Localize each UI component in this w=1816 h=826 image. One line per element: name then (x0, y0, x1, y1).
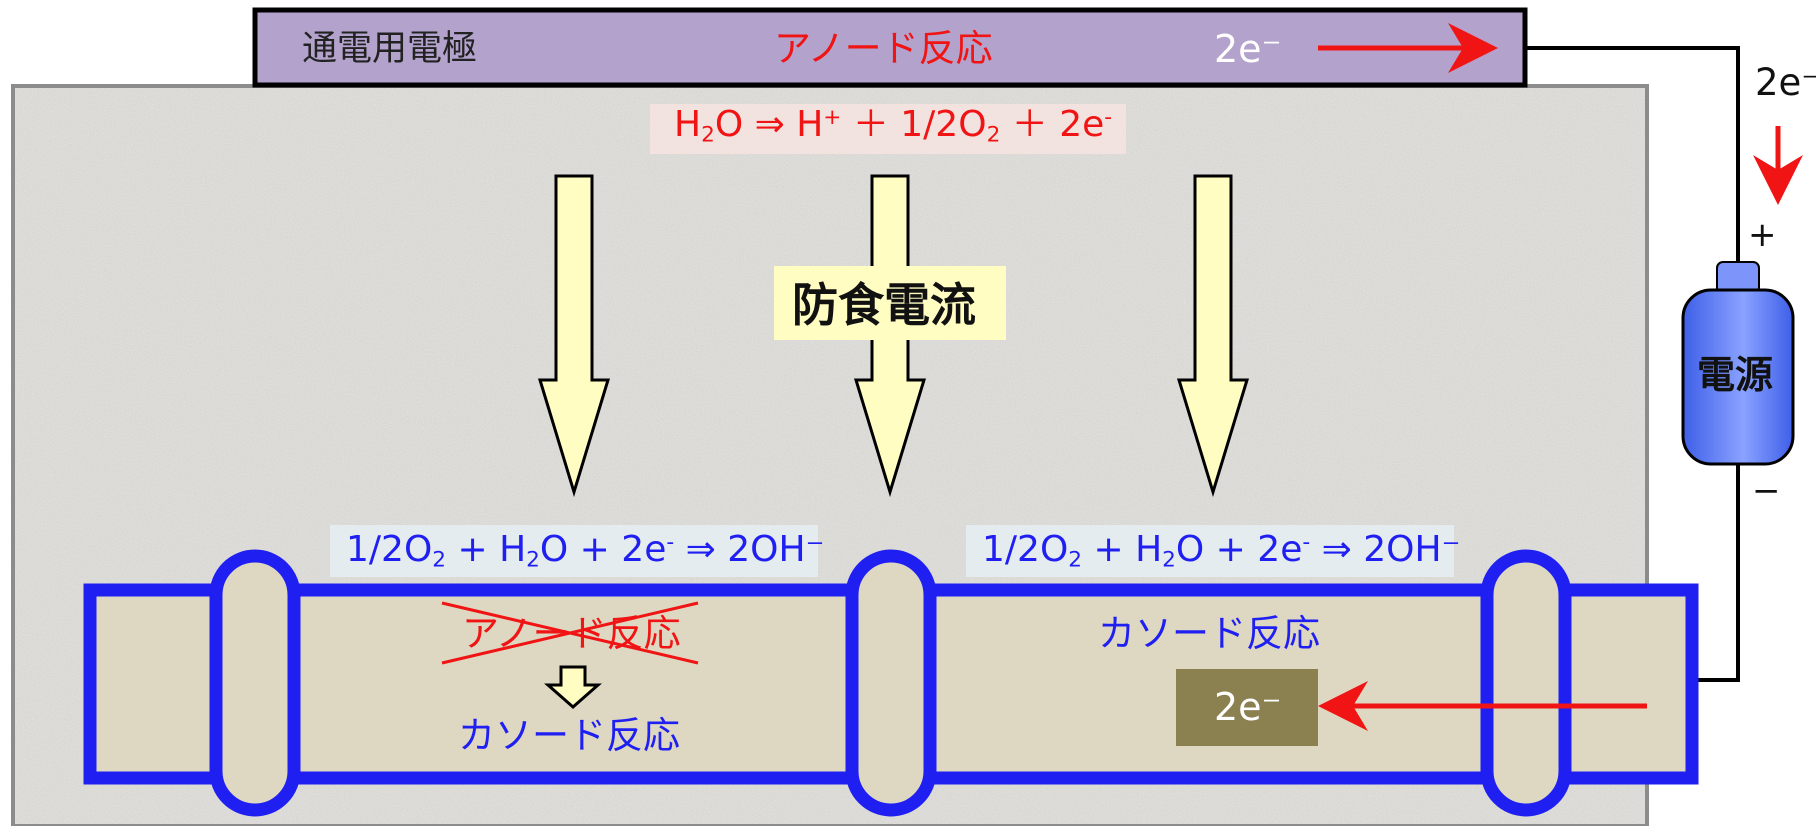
anode-eq-part-1: H (674, 104, 702, 145)
cathode-eq1-part-2: + H (446, 529, 527, 570)
cathode-eq2-part-1: 1/2O (982, 529, 1069, 570)
cathode-eq1-sub-2: 2 (526, 547, 540, 573)
left-cathode-reaction-label: カソード反応 (458, 714, 680, 757)
anode-eq-sup-2: - (1104, 105, 1113, 131)
circuit-electrons-label: 2e⁻ (1755, 61, 1816, 104)
power-plus-label: + (1748, 215, 1777, 255)
cathode-equation-bg-2 (966, 525, 1454, 577)
cross-line-2 (441, 601, 699, 665)
anode-electrode-bar (252, 7, 1528, 88)
power-supply-label: 電源 (1697, 353, 1774, 397)
cathode-eq2-part-4: ⇒ 2OH⁻ (1310, 529, 1461, 570)
cathode-eq1-sup: - (666, 530, 675, 556)
cathode-eq1-part-3: O + 2e (539, 529, 667, 570)
cathode-eq2-part-2: + H (1082, 529, 1163, 570)
corrosion-current-label-bg (774, 266, 1006, 340)
anode-eq-part-4: ＋ 2e (1000, 104, 1105, 145)
crossed-anode-reaction-label: アノード反応 (462, 612, 681, 655)
cathode-eq1-sub-1: 2 (432, 547, 447, 573)
anode-equation: H2O ⇒ H+ ＋ 1/2O2 ＋ 2e- (674, 107, 1112, 146)
anode-eq-part-3: ＋ 1/2O (841, 104, 987, 145)
cathode-equation-bg-1 (330, 525, 818, 577)
pipe-electrons-label: 2e⁻ (1214, 685, 1282, 729)
anode-eq-part-2: O ⇒ H (714, 104, 824, 145)
rebar-ring-1 (209, 549, 301, 817)
cathode-eq2-part-3: O + 2e (1175, 529, 1303, 570)
current-arrow-right (1176, 174, 1250, 498)
anode-electrons-label: 2e⁻ (1214, 27, 1282, 71)
cathode-eq2-sup: - (1302, 530, 1311, 556)
anode-eq-sub-1: 2 (701, 122, 715, 148)
anode-electrode-name: 通電用電極 (302, 29, 478, 69)
current-arrow-left (537, 174, 611, 498)
corrosion-current-label: 防食電流 (792, 278, 976, 332)
cathode-eq2-sub-2: 2 (1162, 547, 1176, 573)
conversion-arrow-icon (544, 665, 602, 709)
cathode-eq1-part-1: 1/2O (346, 529, 433, 570)
cathode-eq2-sub-1: 2 (1068, 547, 1083, 573)
power-minus-label: − (1752, 471, 1781, 511)
cathode-equation-right: 1/2O2 + H2O + 2e- ⇒ 2OH⁻ (982, 532, 1461, 571)
cathode-equation-left: 1/2O2 + H2O + 2e- ⇒ 2OH⁻ (346, 532, 825, 571)
anode-eq-sub-2: 2 (986, 122, 1001, 148)
anode-eq-sup-1: + (823, 105, 842, 131)
right-cathode-reaction-label: カソード反応 (1098, 612, 1320, 655)
power-supply-body (1681, 288, 1795, 466)
electron-box (1176, 669, 1318, 746)
rebar-ring-3 (1480, 549, 1572, 817)
cathode-eq1-part-4: ⇒ 2OH⁻ (674, 529, 825, 570)
anode-equation-bg (650, 104, 1126, 154)
rebar-ring-2 (845, 549, 937, 817)
anode-reaction-title: アノード反応 (774, 27, 993, 70)
